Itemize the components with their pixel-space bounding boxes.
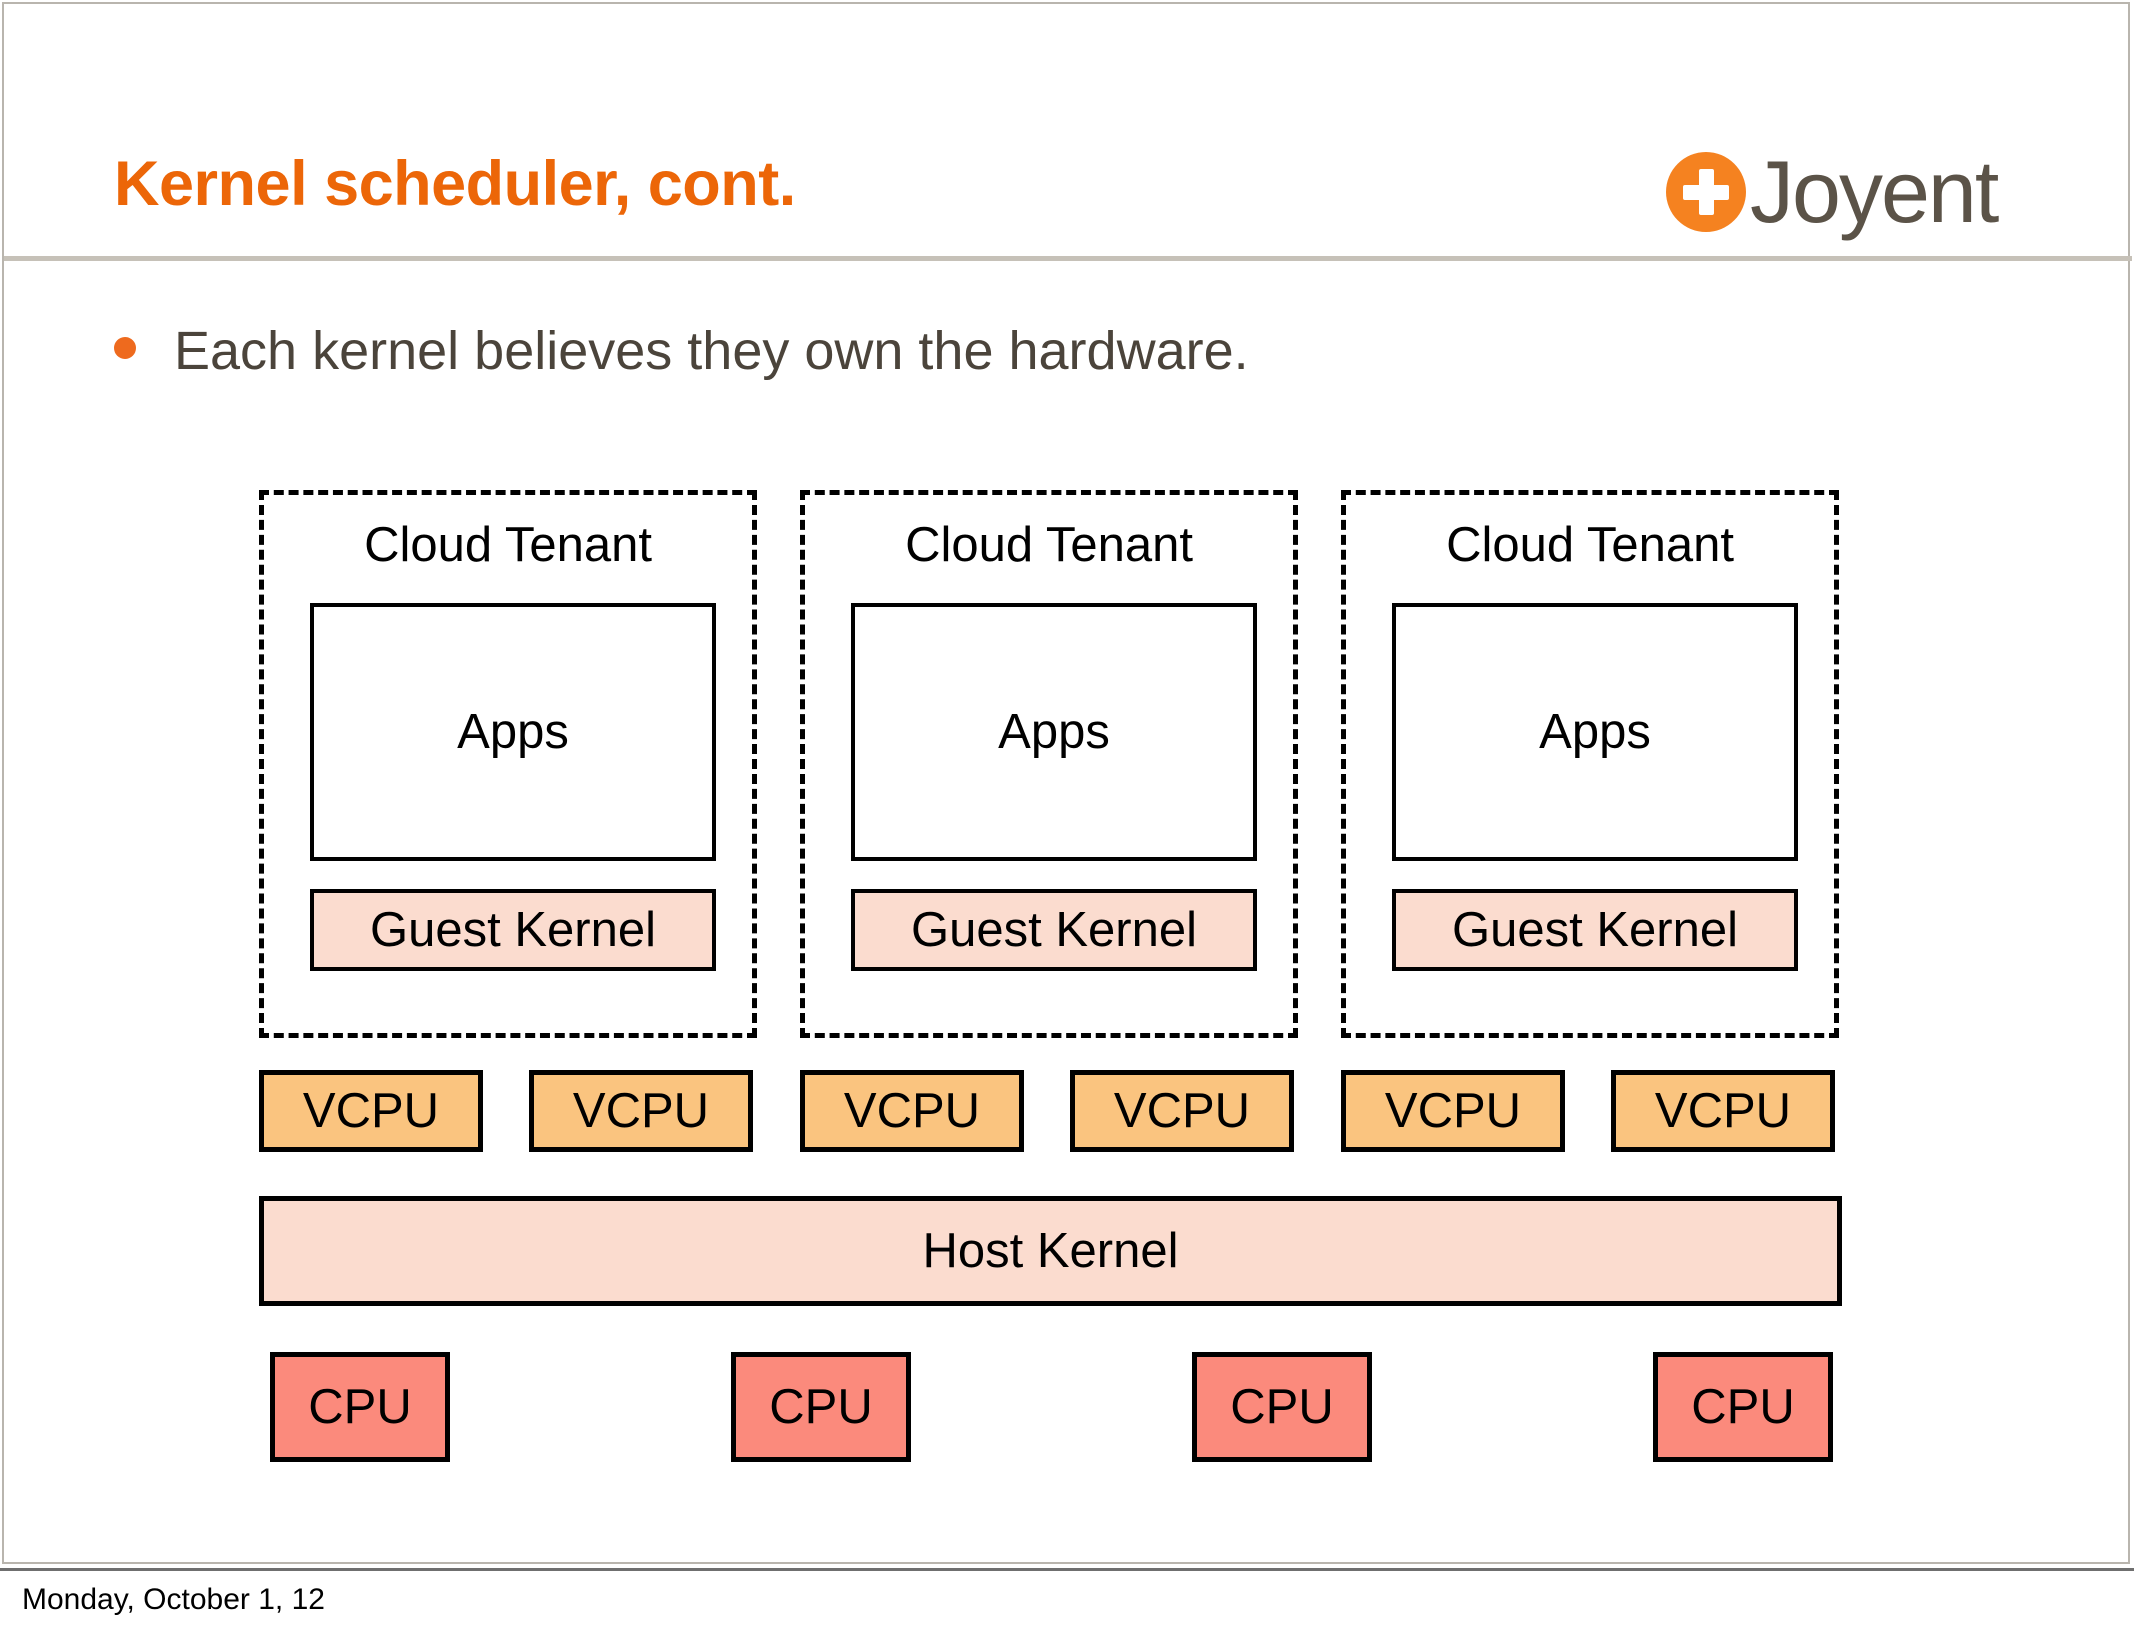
- bullet-list-item: Each kernel believes they own the hardwa…: [114, 320, 1249, 382]
- footer-date: Monday, October 1, 12: [22, 1583, 325, 1616]
- cpu-box: CPU: [731, 1352, 911, 1462]
- apps-label: Apps: [998, 705, 1110, 759]
- cpu-box: CPU: [270, 1352, 450, 1462]
- cloud-tenant-label: Cloud Tenant: [905, 518, 1193, 572]
- vcpu-label: VCPU: [572, 1084, 710, 1138]
- joyent-logo: Joyent: [1666, 142, 1999, 242]
- cloud-tenant-label: Cloud Tenant: [1446, 518, 1734, 572]
- guest-kernel-label: Guest Kernel: [1452, 903, 1738, 957]
- vcpu-box: VCPU: [529, 1070, 753, 1152]
- vcpu-label: VCPU: [1384, 1084, 1522, 1138]
- cpu-label: CPU: [308, 1380, 412, 1434]
- apps-label: Apps: [457, 705, 569, 759]
- guest-kernel-label: Guest Kernel: [370, 903, 656, 957]
- apps-box: Apps: [310, 603, 716, 861]
- apps-box: Apps: [851, 603, 1257, 861]
- logo-wordmark: Joyent: [1750, 142, 1999, 242]
- vcpu-box: VCPU: [1070, 1070, 1294, 1152]
- bullet-dot-icon: [114, 337, 136, 359]
- vcpu-label: VCPU: [843, 1084, 981, 1138]
- host-kernel-box: Host Kernel: [259, 1196, 1842, 1306]
- vcpu-label: VCPU: [1654, 1084, 1792, 1138]
- vcpu-label: VCPU: [1113, 1084, 1251, 1138]
- guest-kernel-box: Guest Kernel: [1392, 889, 1798, 971]
- cpu-box: CPU: [1192, 1352, 1372, 1462]
- cpu-label: CPU: [1230, 1380, 1334, 1434]
- vcpu-box: VCPU: [259, 1070, 483, 1152]
- vcpu-box: VCPU: [800, 1070, 1024, 1152]
- vcpu-box: VCPU: [1611, 1070, 1835, 1152]
- cloud-tenant-group: Cloud Tenant Apps Guest Kernel: [1341, 490, 1839, 1038]
- header-divider: [4, 256, 2132, 261]
- apps-label: Apps: [1539, 705, 1651, 759]
- plus-in-circle-icon: [1666, 152, 1746, 232]
- guest-kernel-box: Guest Kernel: [310, 889, 716, 971]
- vcpu-label: VCPU: [302, 1084, 440, 1138]
- cloud-tenant-group: Cloud Tenant Apps Guest Kernel: [259, 490, 757, 1038]
- architecture-diagram: Cloud Tenant Apps Guest Kernel Cloud Ten…: [4, 4, 2132, 1566]
- apps-box: Apps: [1392, 603, 1798, 861]
- host-kernel-label: Host Kernel: [922, 1224, 1179, 1278]
- cpu-box: CPU: [1653, 1352, 1833, 1462]
- footer-divider: [0, 1568, 2134, 1571]
- cloud-tenant-label: Cloud Tenant: [364, 518, 652, 572]
- cloud-tenant-group: Cloud Tenant Apps Guest Kernel: [800, 490, 1298, 1038]
- bullet-text: Each kernel believes they own the hardwa…: [174, 321, 1249, 381]
- slide-header: Kernel scheduler, cont. Joyent: [4, 4, 2132, 261]
- guest-kernel-label: Guest Kernel: [911, 903, 1197, 957]
- slide-frame: Kernel scheduler, cont. Joyent Each kern…: [2, 2, 2132, 1566]
- cpu-label: CPU: [769, 1380, 873, 1434]
- guest-kernel-box: Guest Kernel: [851, 889, 1257, 971]
- cpu-label: CPU: [1691, 1380, 1795, 1434]
- page-title: Kernel scheduler, cont.: [114, 149, 796, 219]
- vcpu-box: VCPU: [1341, 1070, 1565, 1152]
